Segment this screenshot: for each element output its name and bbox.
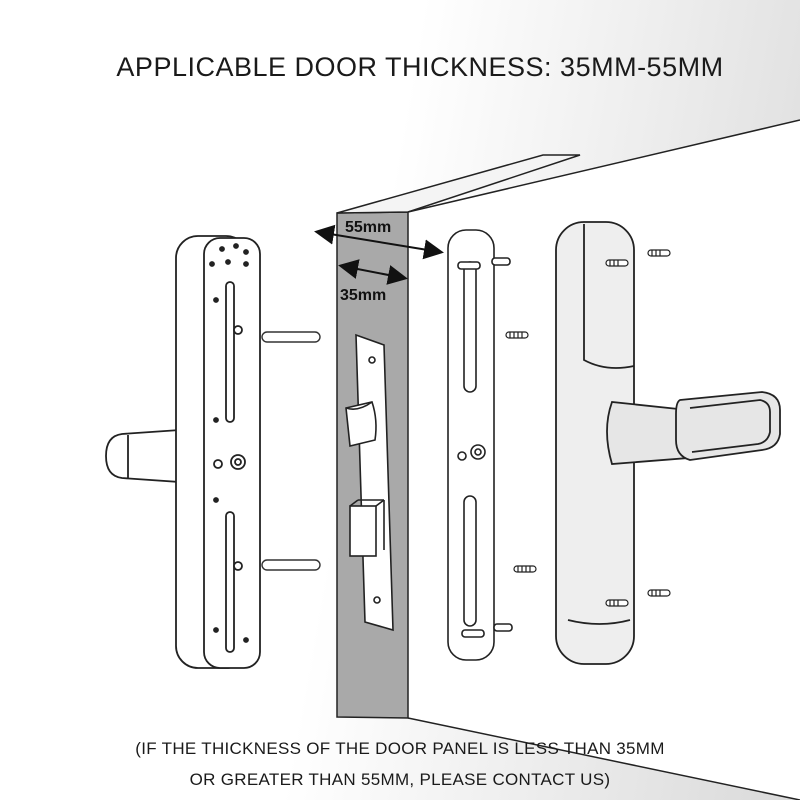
min-thickness-label: 35mm xyxy=(340,287,386,304)
note-line-2: OR GREATER THAN 55MM, PLEASE CONTACT US) xyxy=(189,770,611,789)
thickness-dimensions xyxy=(314,224,444,285)
min-thickness-arrow xyxy=(338,259,408,285)
back-mounting-plate xyxy=(447,229,513,661)
door-top xyxy=(336,154,581,214)
rear-handle xyxy=(606,401,689,465)
screws-middle xyxy=(505,331,537,573)
max-thickness-label: 55mm xyxy=(345,219,391,236)
spacer-pins-front xyxy=(261,331,321,571)
max-thickness-arrow xyxy=(314,224,444,260)
note-line-1: (IF THE THICKNESS OF THE DOOR PANEL IS L… xyxy=(135,739,665,758)
rear-lock-panel xyxy=(555,221,781,665)
front-lock-panel xyxy=(105,235,261,669)
mortise-lock xyxy=(345,333,394,632)
front-handle xyxy=(105,429,181,483)
screws-rear xyxy=(605,249,671,607)
page-title: APPLICABLE DOOR THICKNESS: 35MM-55MM xyxy=(116,52,724,82)
